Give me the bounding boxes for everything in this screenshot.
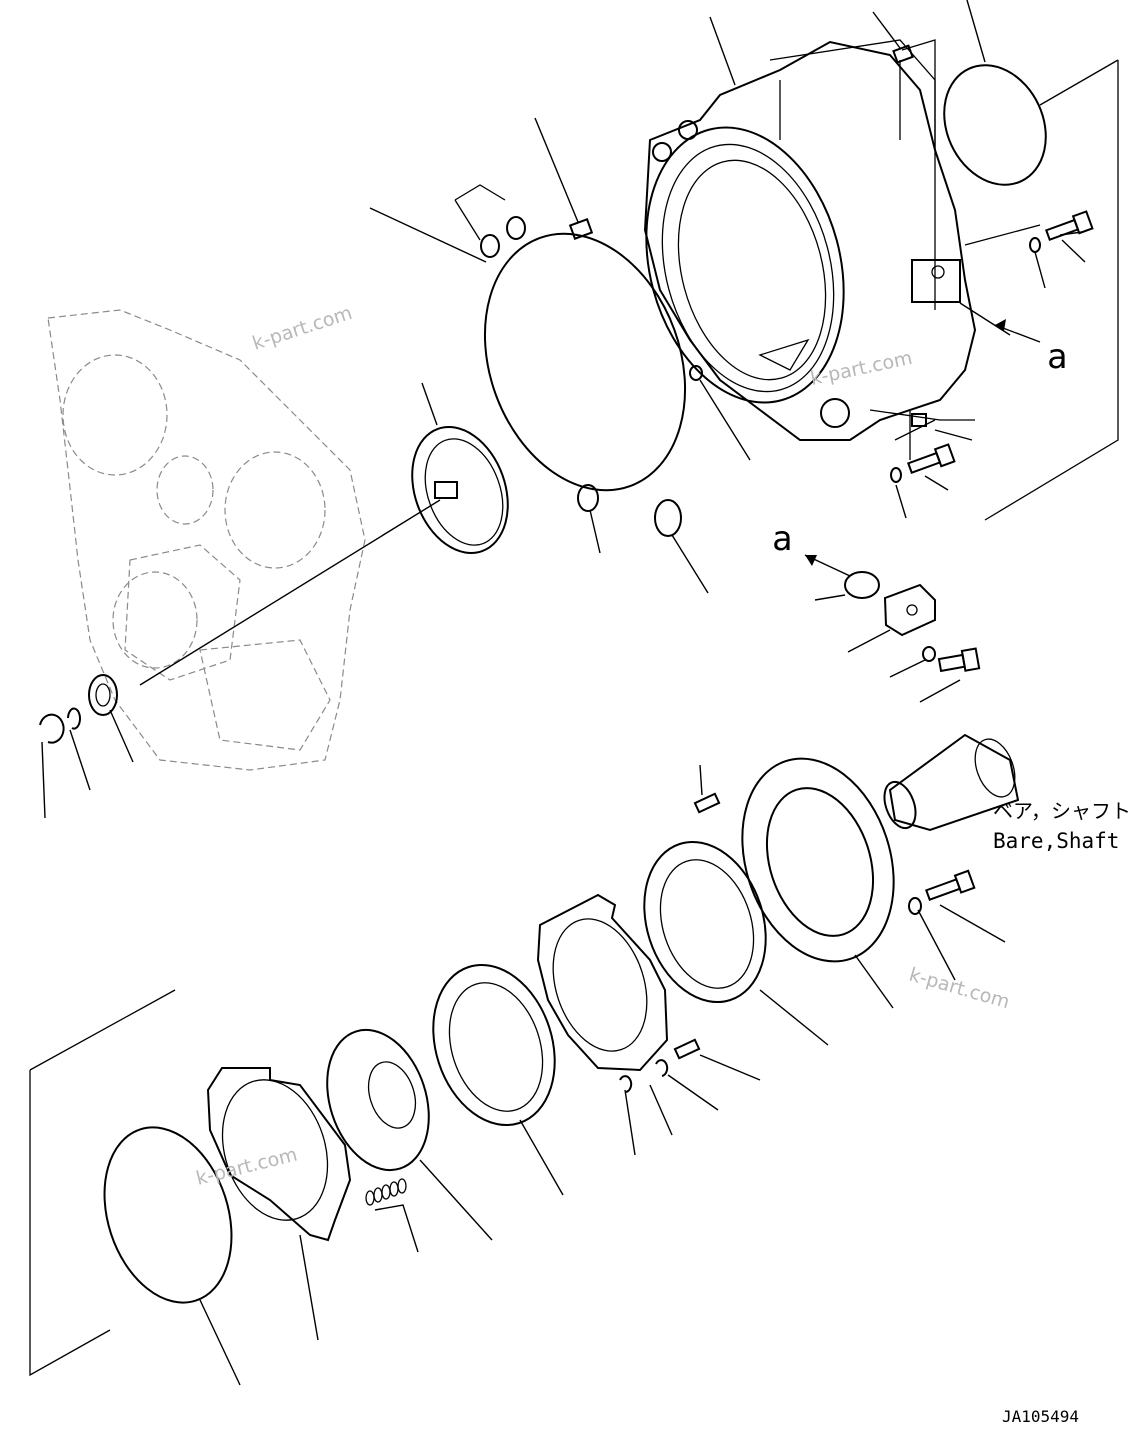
callout-a-top-label: a (1047, 337, 1067, 377)
watermark: k-part.com (194, 1143, 300, 1189)
callout-a-bottom-label: a (772, 519, 792, 559)
drawing-number: JA105494 (1002, 1407, 1079, 1426)
ghost-transmission-case (47, 309, 366, 771)
callout-a-arrows (804, 319, 1041, 577)
bare-shaft-note-en: Bare,Shaft (993, 829, 1119, 853)
valve-block (883, 583, 936, 637)
bearing-and-snap-rings (39, 674, 118, 744)
o-ring-top (943, 64, 1047, 186)
bare-shaft (883, 733, 1020, 832)
watermark: k-part.com (250, 302, 355, 355)
lower-bracket-lines (29, 989, 176, 1377)
leader-lines (41, 0, 1086, 1386)
bolted-end-plate (741, 757, 895, 963)
watermark: k-part.com (808, 347, 914, 390)
large-gasket-ring (483, 232, 687, 492)
transmission-housing (643, 39, 977, 460)
small-o-rings (454, 184, 880, 599)
bracket-lines (894, 39, 1119, 521)
plugs-and-bolts (568, 44, 1094, 1060)
clutch-disc-pack (103, 840, 767, 1304)
drive-gear (411, 426, 509, 554)
bare-shaft-note-jp: ベア，シャフト (993, 799, 1131, 823)
watermark: k-part.com (907, 964, 1013, 1014)
